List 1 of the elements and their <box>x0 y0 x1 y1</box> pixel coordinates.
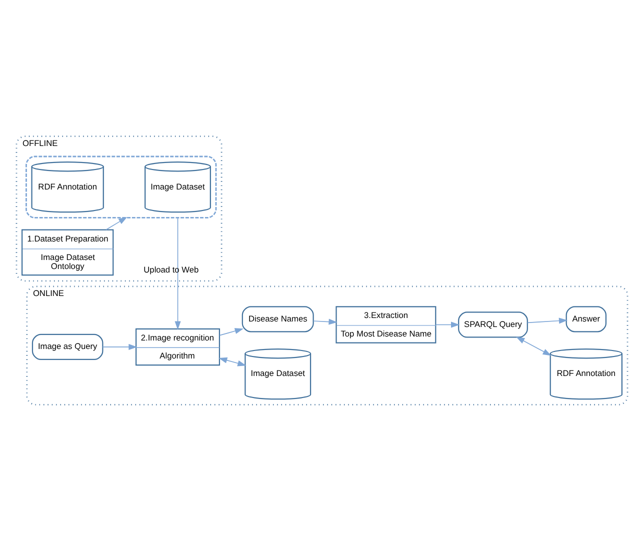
edge-label: Upload to Web <box>144 264 199 275</box>
